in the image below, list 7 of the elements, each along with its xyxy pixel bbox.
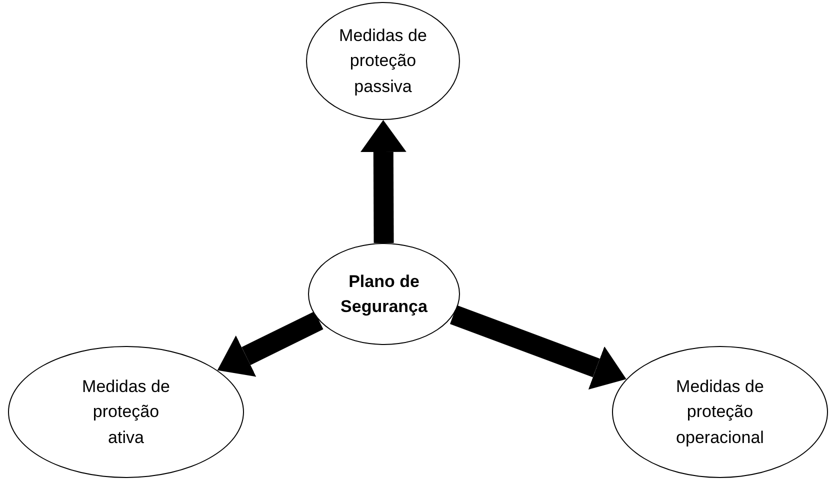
block-arrow: [450, 305, 626, 390]
block-arrow: [360, 120, 406, 244]
node-label: Medidas de proteção operacional: [675, 376, 765, 449]
node-label: Medidas de proteção ativa: [81, 376, 171, 449]
node-label: Medidas de proteção passiva: [338, 24, 428, 98]
block-arrow: [217, 311, 324, 377]
node-label: Plano de Segurança: [340, 270, 428, 318]
